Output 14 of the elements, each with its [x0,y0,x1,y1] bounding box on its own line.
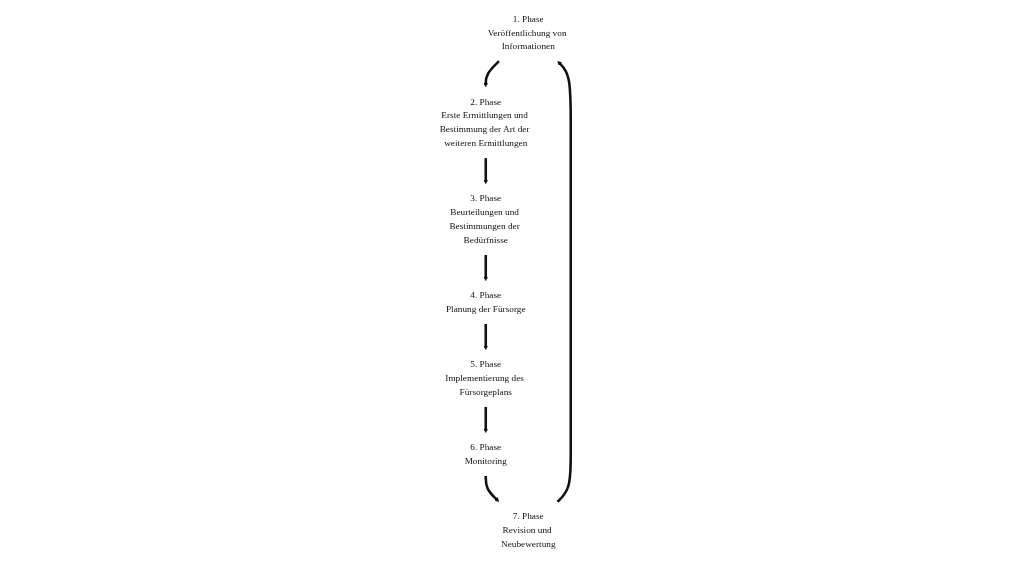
arrow [483,158,488,185]
node-text: 7. Phase Revision und Neubewertung [500,510,556,550]
node-text: 4. Phase Planung der Fürsorge [445,290,526,315]
arrow [483,406,488,433]
arrow [483,60,500,88]
arrow [484,475,500,502]
arrow [483,324,488,350]
node-text: 6. Phase Monitoring [464,441,507,467]
node-text: 2. Phase Erste Ermittlungen und Bestimmung der Art der weiteren Ermittlungen [439,96,530,149]
node-text: 1. Phase Veröffentlichung von Informationen [487,13,567,52]
node-text: 3. Phase Beurteilungen und Bestimmungen der Bedürfnisse [449,193,520,246]
arrow [556,61,573,503]
node-text: 5. Phase Implementierung des Fürsorgeplans [445,359,524,398]
arrow [483,254,488,281]
